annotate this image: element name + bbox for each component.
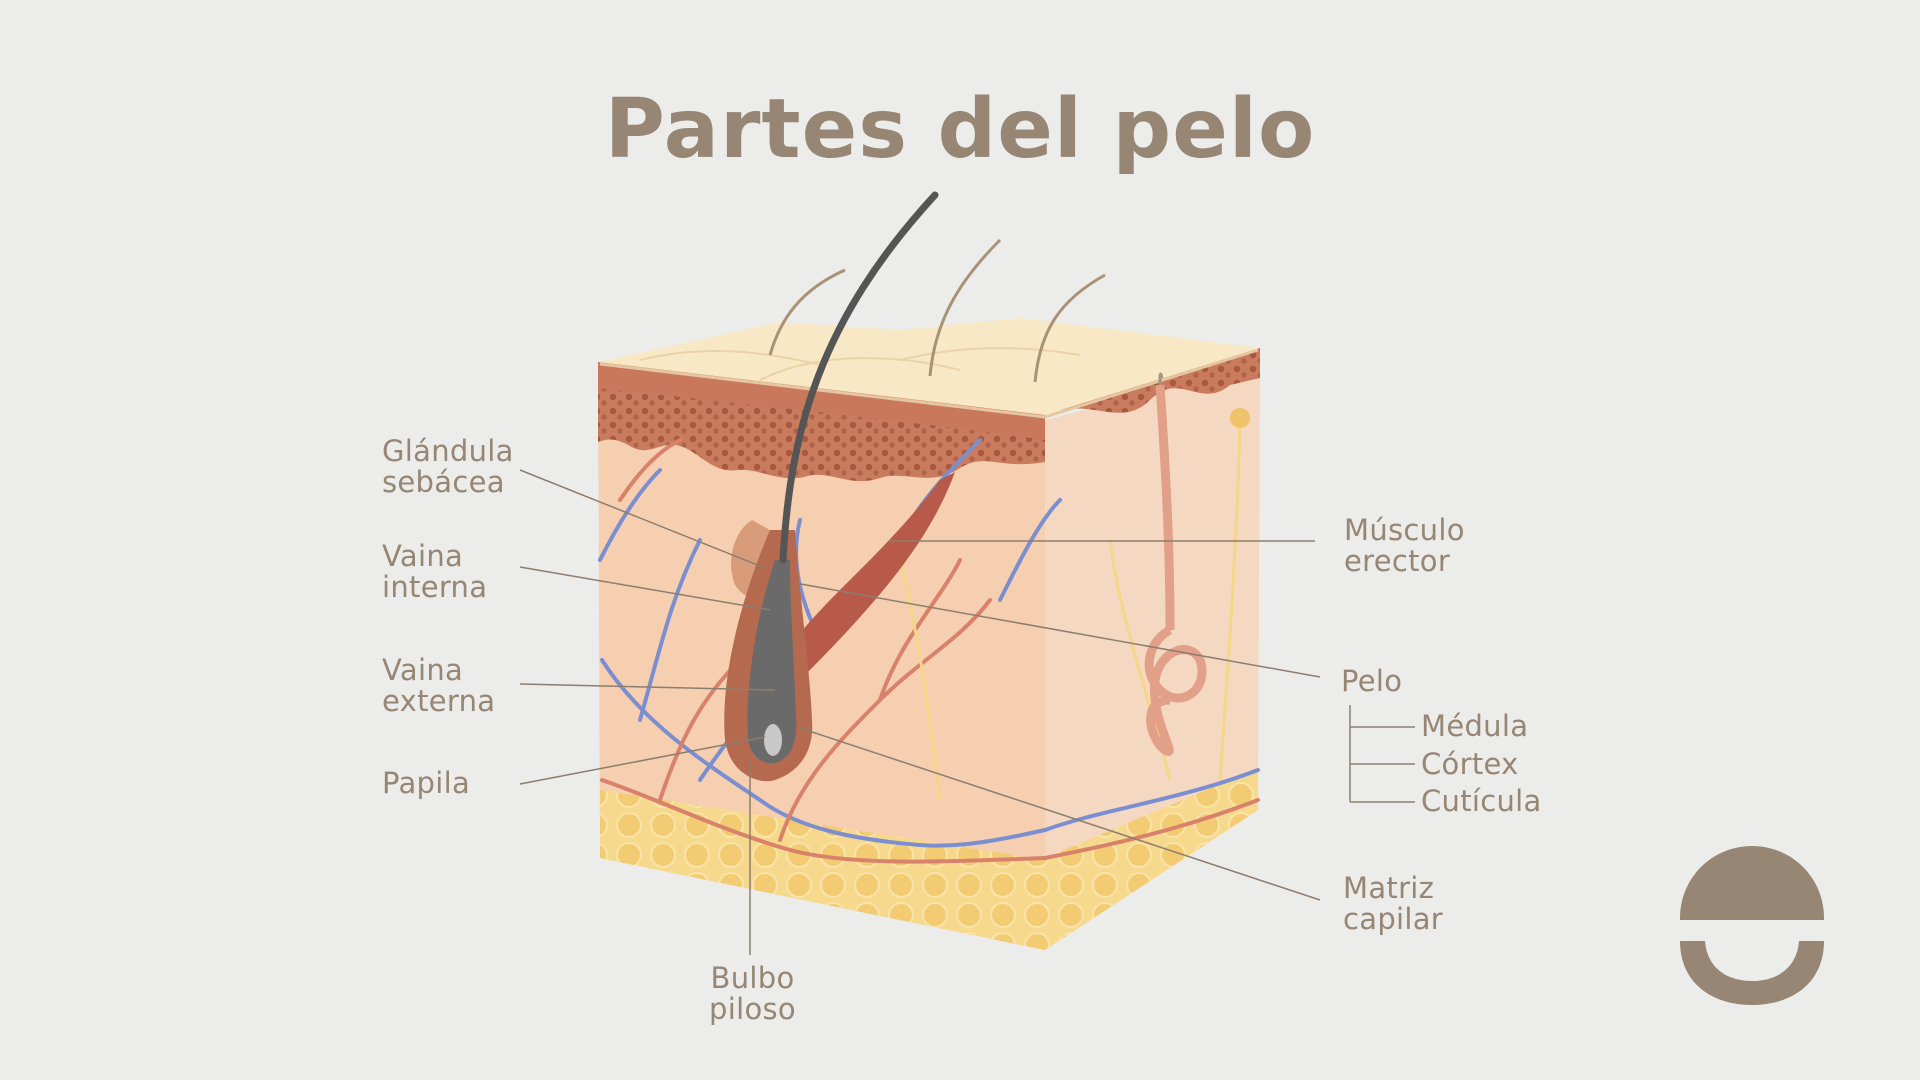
label-papila: Papila bbox=[382, 766, 471, 800]
surface-hairs bbox=[768, 238, 1164, 386]
skin-surface bbox=[598, 318, 1260, 419]
arrector-muscle bbox=[780, 472, 955, 680]
label-cortex: Córtex bbox=[1421, 747, 1519, 781]
page-title: Partes del pelo bbox=[604, 82, 1316, 177]
label-pelo: Pelo bbox=[1341, 664, 1403, 698]
label-cuticula: Cutícula bbox=[1421, 784, 1542, 818]
label-medula: Médula bbox=[1421, 709, 1529, 743]
hair-follicle bbox=[724, 530, 813, 782]
leader-lines bbox=[519, 469, 1415, 955]
brand-logo-icon bbox=[1680, 846, 1824, 1005]
sweat-gland bbox=[1144, 384, 1250, 757]
hair-shaft bbox=[779, 191, 939, 564]
